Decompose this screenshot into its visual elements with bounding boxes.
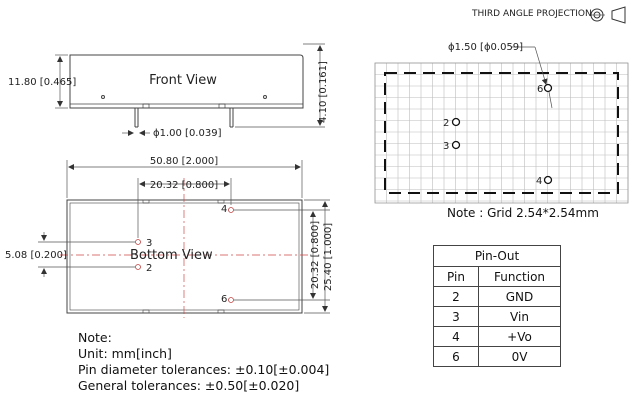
front-pin-length-dim: 4.10 [0.161] [318,61,329,123]
pin-cell: 4 [433,326,479,347]
grid-pin-3 [451,140,461,150]
bottom-pin-6 [228,297,234,303]
pin-cell: 3 [433,306,479,327]
grid-pin-6 [543,83,553,93]
bottom-pin-spacing-dim: 20.32 [0.800] [150,180,218,191]
note-line: Unit: mm[inch] [78,346,172,361]
grid-pin-label: 4 [536,176,542,187]
function-cell: Vin [478,306,561,327]
note-line: General tolerances: ±0.50[±0.020] [78,378,300,393]
grid-pin-label: 2 [443,118,449,129]
pinout-table: Pin-Out Pin Function 2 GND 3 Vin 4 +Vo 6… [433,245,561,367]
bottom-pin-4 [228,207,234,213]
bottom-width-dim: 50.80 [2.000] [150,156,218,167]
table-row: 2 GND [433,286,561,307]
grid-pin-label: 6 [537,84,543,95]
front-pin-diameter-dim: ϕ1.00 [0.039] [153,128,222,139]
function-cell: 0V [478,346,561,367]
grid-pin-4 [543,175,553,185]
notes: Note: Unit: mm[inch] Pin diameter tolera… [78,330,329,394]
table-row: 3 Vin [433,306,561,327]
pin-cell: 6 [433,346,479,367]
pinout-header-pin: Pin [433,266,479,287]
bottom-pin-label: 6 [221,294,227,305]
bottom-pin-label: 4 [221,204,227,215]
pin-grid [374,62,629,204]
note-line: Pin diameter tolerances: ±0.10[±0.004] [78,362,330,377]
table-row: 6 0V [433,346,561,367]
pinout-title: Pin-Out [433,245,561,267]
notes-title: Note: [78,330,112,345]
function-cell: +Vo [478,326,561,347]
bottom-pin-label: 2 [146,263,152,274]
grid-note: Note : Grid 2.54*2.54mm [447,206,599,220]
third-angle-projection-icon [589,6,626,24]
bottom-pin-offset-dim: 5.08 [0.200] [5,250,67,261]
bottom-view [66,199,303,314]
bottom-view-title: Bottom View [130,248,213,263]
grid-pin-label: 3 [443,141,449,152]
module-outline [384,72,619,194]
front-height-dim: 11.80 [0.465] [8,77,76,88]
pinout-header-function: Function [478,266,561,287]
bottom-pin-label: 3 [146,238,152,249]
front-view-title: Front View [149,73,217,88]
front-view [69,54,304,128]
bottom-pin-3 [135,239,141,245]
grid-pin-diameter-callout: ϕ1.50 [ϕ0.059] [448,42,523,53]
table-row: 4 +Vo [433,326,561,347]
function-cell: GND [478,286,561,307]
bottom-body-height-dim: 25.40 [1.000] [323,223,334,291]
bottom-pin-2 [135,264,141,270]
grid-pin-2 [451,117,461,127]
projection-label: THIRD ANGLE PROJECTION [472,9,592,19]
bottom-pin-height-dim: 20.32 [0.800] [310,221,321,289]
pin-cell: 2 [433,286,479,307]
